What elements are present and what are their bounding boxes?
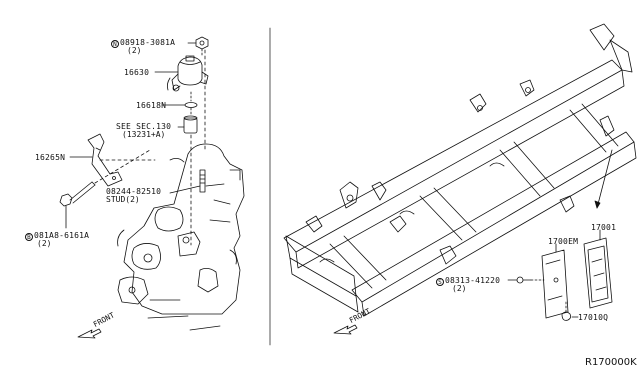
callout-nut-qty: (2) (127, 46, 142, 55)
ecm-cover-17001 (583, 237, 613, 309)
callout-bracket: 16265N (35, 153, 66, 162)
callout-stud-note: STUD(2) (106, 195, 140, 204)
bracket-16265N (87, 133, 123, 187)
nut-08918-3081A (195, 36, 209, 50)
callout-ecm-cover: 17001 (591, 223, 617, 232)
callout-b-bolt-qty: (2) (37, 239, 52, 248)
bolt-081A8-6161A (59, 181, 96, 207)
part-number: 081A8-6161A (34, 231, 90, 240)
callout-stud: 08244-82510 (106, 187, 162, 196)
front-arrow-right (333, 324, 358, 335)
callout-see-sec: SEE SEC.130 (116, 122, 172, 131)
diagram-reference: R170000K (585, 357, 637, 368)
b-symbol-icon: B (25, 233, 33, 241)
s-symbol-icon: S (436, 278, 444, 286)
vehicle-frame (283, 23, 637, 317)
callout-clip: 17010Q (578, 313, 609, 322)
stud-08244-82510 (199, 169, 206, 193)
bolt-08313-41220 (516, 276, 532, 284)
sleeve-13231 (183, 115, 198, 134)
part-number: 08313-41220 (445, 276, 501, 285)
ecm-bracket-1700EM (541, 249, 569, 319)
part-number: 08918-3081A (120, 38, 176, 47)
n-symbol-icon: N (111, 40, 119, 48)
callout-pump: 16630 (124, 68, 150, 77)
callout-oring: 16618N (136, 101, 167, 110)
engine-block (117, 143, 245, 331)
callout-s-bolt-qty: (2) (452, 284, 467, 293)
front-arrow-left (77, 328, 102, 339)
callout-ecm-bracket: 1700EM (548, 237, 579, 246)
clip-17010Q (561, 311, 572, 321)
o-ring-16618N (184, 102, 198, 108)
high-pressure-fuel-pump-16630 (166, 55, 209, 92)
callout-see-sec-note: (13231+A) (122, 130, 166, 139)
